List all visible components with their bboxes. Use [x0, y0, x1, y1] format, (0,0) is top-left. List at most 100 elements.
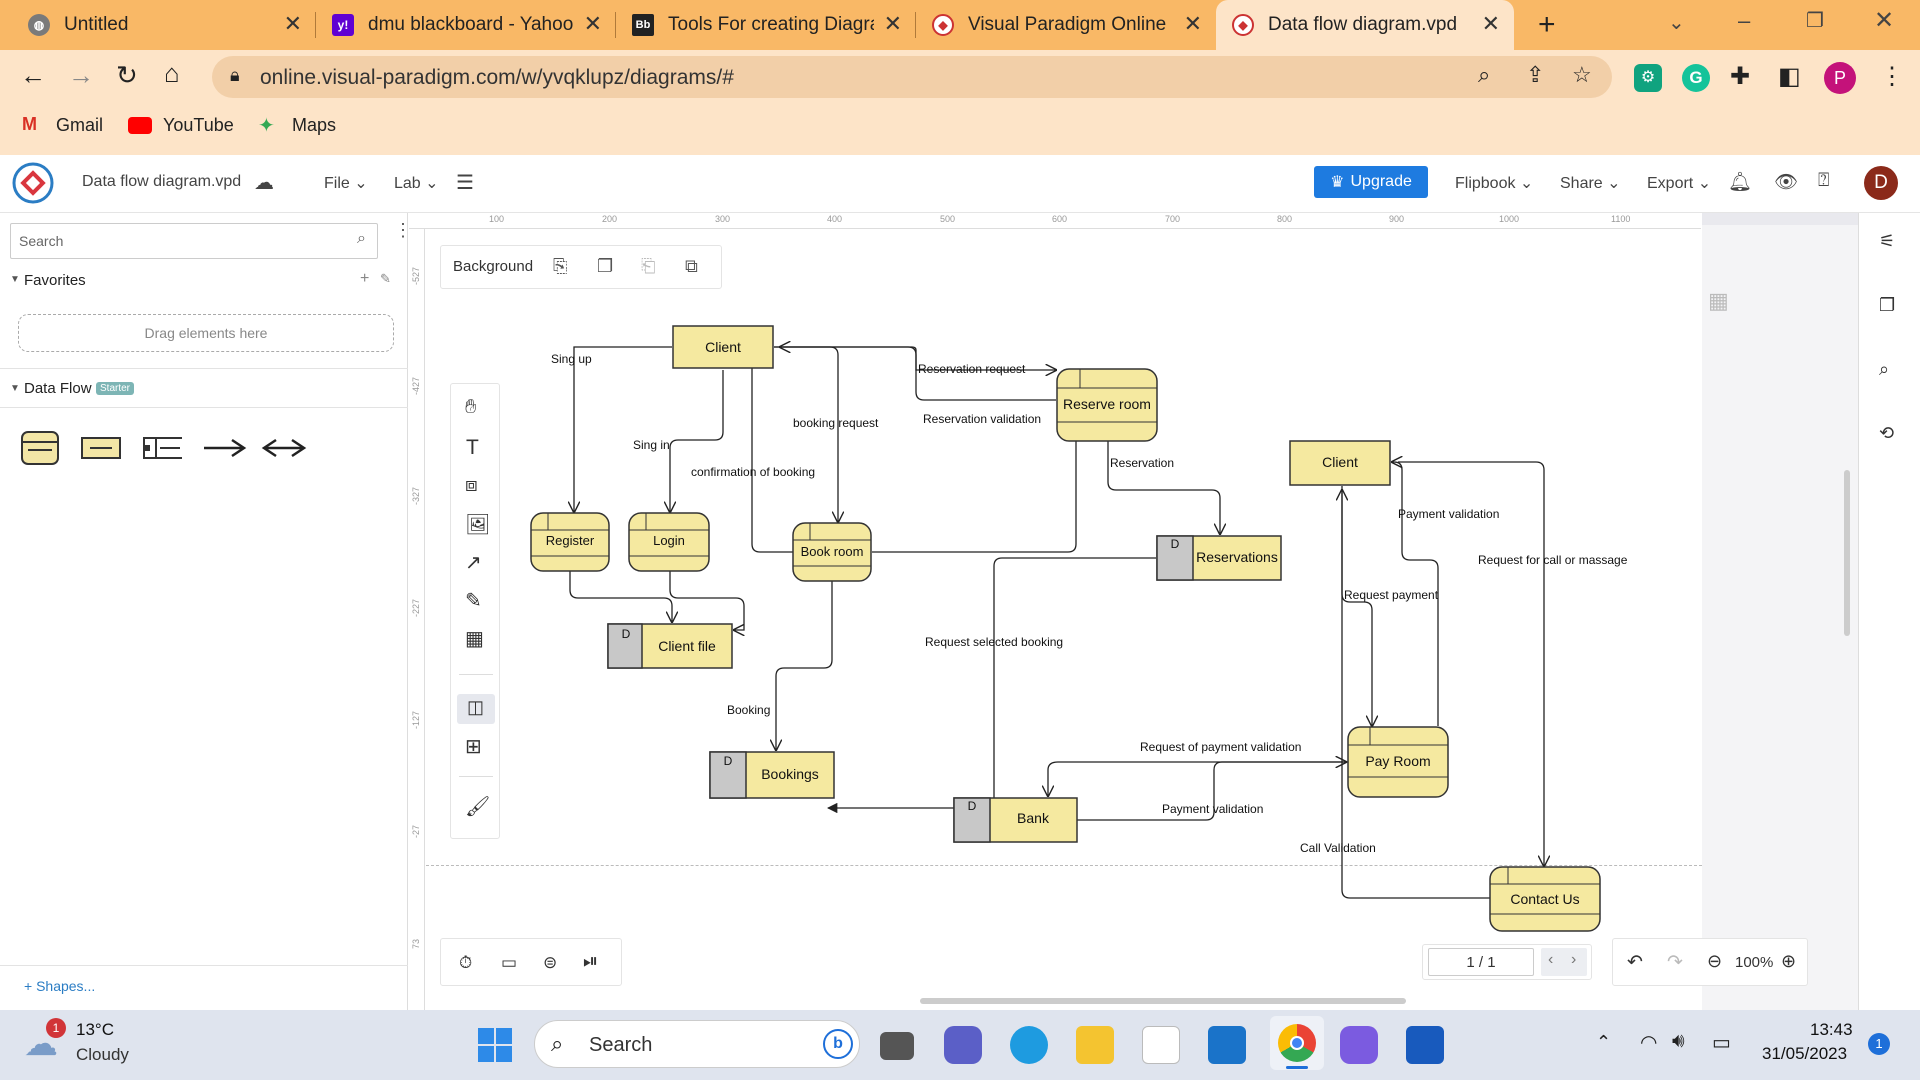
bidirectional-arrow-shape[interactable]: [261, 438, 307, 458]
label-request-payment-validation[interactable]: Request of payment validation: [1140, 740, 1301, 754]
label-booking[interactable]: Booking: [727, 703, 770, 717]
external-entity-shape[interactable]: [81, 437, 121, 459]
flow-confirmation[interactable]: [752, 346, 794, 553]
flow-reservation[interactable]: [1107, 440, 1220, 534]
label-signin[interactable]: Sing in: [633, 438, 670, 452]
table-tool-icon[interactable]: ▦: [465, 628, 484, 650]
text-tool-icon[interactable]: T: [466, 436, 479, 459]
connector-tool-icon[interactable]: ↗: [465, 552, 482, 574]
share-icon[interactable]: ⇪: [1526, 62, 1545, 87]
timer-icon[interactable]: ⏱︎: [459, 953, 473, 972]
flow-booking-request[interactable]: [774, 346, 838, 522]
menu-export[interactable]: Export ⌄: [1647, 175, 1712, 192]
flow-login-clientfile[interactable]: [669, 570, 745, 630]
process-shape[interactable]: [21, 431, 59, 465]
copilot-icon[interactable]: [1340, 1026, 1378, 1064]
pen-tool-icon[interactable]: ✎: [465, 590, 482, 612]
vertical-scrollbar[interactable]: [1844, 470, 1850, 636]
history-panel-icon[interactable]: ⟲: [1879, 423, 1895, 443]
close-tab-icon[interactable]: ✕: [1481, 11, 1500, 36]
entity-client-left[interactable]: Client: [672, 325, 774, 369]
taskbar-search[interactable]: ⌕ Search b: [534, 1020, 860, 1068]
diagram-canvas[interactable]: [409, 213, 1701, 1010]
weather-temp[interactable]: 13°C: [76, 1020, 114, 1039]
favorites-drop-zone[interactable]: Drag elements here: [18, 314, 394, 352]
menu-flipbook[interactable]: Flipbook ⌄: [1455, 175, 1534, 192]
panel-options-icon[interactable]: ⋮: [394, 220, 412, 240]
close-tab-icon[interactable]: ✕: [583, 11, 602, 36]
flow-signin[interactable]: [670, 370, 724, 512]
menu-lab[interactable]: Lab ⌄: [394, 175, 439, 192]
process-login[interactable]: Login: [628, 512, 710, 572]
dataflow-heading[interactable]: Data Flow: [24, 380, 92, 397]
volume-icon[interactable]: 🔊︎: [1672, 1030, 1685, 1052]
side-panel-icon[interactable]: ◧: [1778, 63, 1801, 90]
store-client-file[interactable]: D Client file: [607, 623, 733, 669]
format-painter-icon[interactable]: 🖌︎: [465, 796, 491, 818]
cloud-sync-icon[interactable]: ☁: [254, 172, 274, 194]
flow-payment-validation-top[interactable]: [1392, 462, 1439, 726]
label-request-payment[interactable]: Request payment: [1344, 588, 1439, 602]
flow-request-payment-validation[interactable]: [1048, 761, 1348, 796]
undo-icon[interactable]: ↶: [1627, 952, 1643, 973]
bookmark-gmail[interactable]: Gmail: [56, 115, 104, 135]
flow-payment-validation-bottom[interactable]: [1076, 762, 1346, 821]
extensions-icon[interactable]: ✚: [1730, 63, 1751, 90]
collapse-favorites-icon[interactable]: ▼: [10, 274, 20, 285]
shapes-tool-icon[interactable]: ⧈: [465, 474, 478, 496]
reload-icon[interactable]: ↻: [116, 60, 138, 90]
copy-background-icon[interactable]: ❐: [597, 256, 614, 276]
zoom-level[interactable]: 100%: [1735, 954, 1774, 971]
tab-visual-paradigm[interactable]: ◆ Visual Paradigm Online ✕: [916, 0, 1216, 50]
entity-client-right[interactable]: Client: [1289, 440, 1391, 486]
task-view-icon[interactable]: [880, 1032, 914, 1060]
close-tab-icon[interactable]: ✕: [883, 11, 902, 36]
favorites-heading[interactable]: Favorites: [24, 272, 86, 289]
flow-request-call[interactable]: [1398, 461, 1544, 866]
video-icon[interactable]: ▭: [501, 953, 518, 972]
horizontal-scrollbar[interactable]: [920, 998, 1406, 1004]
bookmark-youtube[interactable]: YouTube: [163, 115, 234, 135]
flow-booking[interactable]: [776, 580, 833, 750]
tab-tools[interactable]: Bb Tools For creating Diagran ✕: [616, 0, 916, 50]
bell-icon[interactable]: 🔔︎: [1728, 172, 1753, 193]
page-number-field[interactable]: 1 / 1: [1428, 948, 1534, 976]
store-bookings[interactable]: D Bookings: [709, 751, 835, 799]
more-shapes-link[interactable]: + Shapes...: [24, 978, 96, 994]
process-contact-us[interactable]: Contact Us: [1489, 866, 1601, 932]
bing-icon[interactable]: b: [823, 1029, 853, 1059]
menu-file[interactable]: File ⌄: [324, 175, 368, 192]
label-request-selected-booking[interactable]: Request selected booking: [925, 635, 1063, 649]
add-favorite-icon[interactable]: +: [360, 270, 370, 287]
background-label[interactable]: Background: [453, 258, 534, 275]
zoom-out-icon[interactable]: ⊖: [1707, 951, 1723, 971]
label-reservation-validation[interactable]: Reservation validation: [923, 412, 1041, 426]
file-explorer-icon[interactable]: [1076, 1026, 1114, 1064]
format-panel-icon[interactable]: ⚟: [1879, 231, 1896, 251]
next-page-icon[interactable]: ›: [1571, 951, 1577, 968]
clock-date[interactable]: 31/05/2023: [1762, 1044, 1848, 1063]
tab-untitled[interactable]: ◍ Untitled ✕: [0, 0, 316, 50]
flow-signup[interactable]: [574, 346, 672, 512]
weather-desc[interactable]: Cloudy: [76, 1045, 129, 1064]
present-icon[interactable]: ⏯︎: [583, 951, 599, 972]
bookmark-maps[interactable]: Maps: [292, 115, 337, 135]
user-avatar[interactable]: D: [1864, 166, 1898, 200]
wifi-icon[interactable]: ◠: [1640, 1032, 1658, 1054]
edit-background-icon[interactable]: ⧉: [685, 256, 698, 276]
comment-icon[interactable]: ⊜: [543, 953, 558, 972]
browser-menu-icon[interactable]: ⋮: [1880, 63, 1904, 90]
back-icon[interactable]: ←: [20, 60, 46, 90]
hand-tool-icon[interactable]: ✋︎: [465, 396, 477, 418]
clock-time[interactable]: 13:43: [1810, 1020, 1853, 1039]
page-thumbnail-icon[interactable]: ▦: [1708, 288, 1729, 313]
redo-icon[interactable]: ↷: [1667, 952, 1683, 973]
search-panel-icon[interactable]: ⌕: [1879, 359, 1890, 379]
grammarly-extension-icon[interactable]: G: [1682, 64, 1710, 92]
label-booking-request[interactable]: booking request: [793, 416, 879, 430]
search-icon[interactable]: ⌕: [357, 230, 366, 247]
mail-icon[interactable]: [1208, 1026, 1246, 1064]
flow-call-validation[interactable]: [1342, 490, 1490, 899]
data-flow-arrow-shape[interactable]: [204, 438, 247, 458]
address-bar[interactable]: 🔒︎ online.visual-paradigm.com/w/yvqklupz…: [212, 56, 1612, 98]
